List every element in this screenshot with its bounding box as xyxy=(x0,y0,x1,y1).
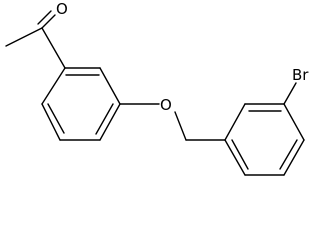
molecule-structure-diagram: O O Br xyxy=(5,0,310,176)
ring1-bond-2 xyxy=(99,67,121,105)
ring2-bond-1 xyxy=(224,103,246,141)
ring1-double-2 xyxy=(95,103,114,135)
bond-oxygen-ch2 xyxy=(174,111,187,141)
bromine-label: Br xyxy=(292,66,309,84)
ring1-double-3 xyxy=(47,103,65,134)
ring2-double-2 xyxy=(279,139,298,170)
right-benzene-ring xyxy=(224,103,305,176)
ring2-bond-4 xyxy=(283,139,305,176)
ring1-bond-6 xyxy=(41,67,66,105)
bond-ring-bromine xyxy=(283,82,297,105)
ether-linkage xyxy=(119,103,226,141)
acetyl-group xyxy=(5,10,66,69)
bond-carbonyl-oxygen-2 xyxy=(37,10,52,25)
ether-oxygen-label: O xyxy=(160,96,172,114)
ring2-double-3 xyxy=(231,139,249,170)
ring2-bond-3 xyxy=(283,103,305,141)
bond-carbonyl-ring xyxy=(41,27,66,69)
carbonyl-oxygen-label: O xyxy=(56,0,68,18)
ring1-bond-3 xyxy=(99,103,121,141)
bond-methyl-carbonyl xyxy=(5,27,43,47)
bond-carbonyl-oxygen-1 xyxy=(41,14,56,29)
ring2-bond-6 xyxy=(224,139,246,176)
left-benzene-ring xyxy=(41,67,121,141)
ring1-bond-5 xyxy=(41,103,61,141)
